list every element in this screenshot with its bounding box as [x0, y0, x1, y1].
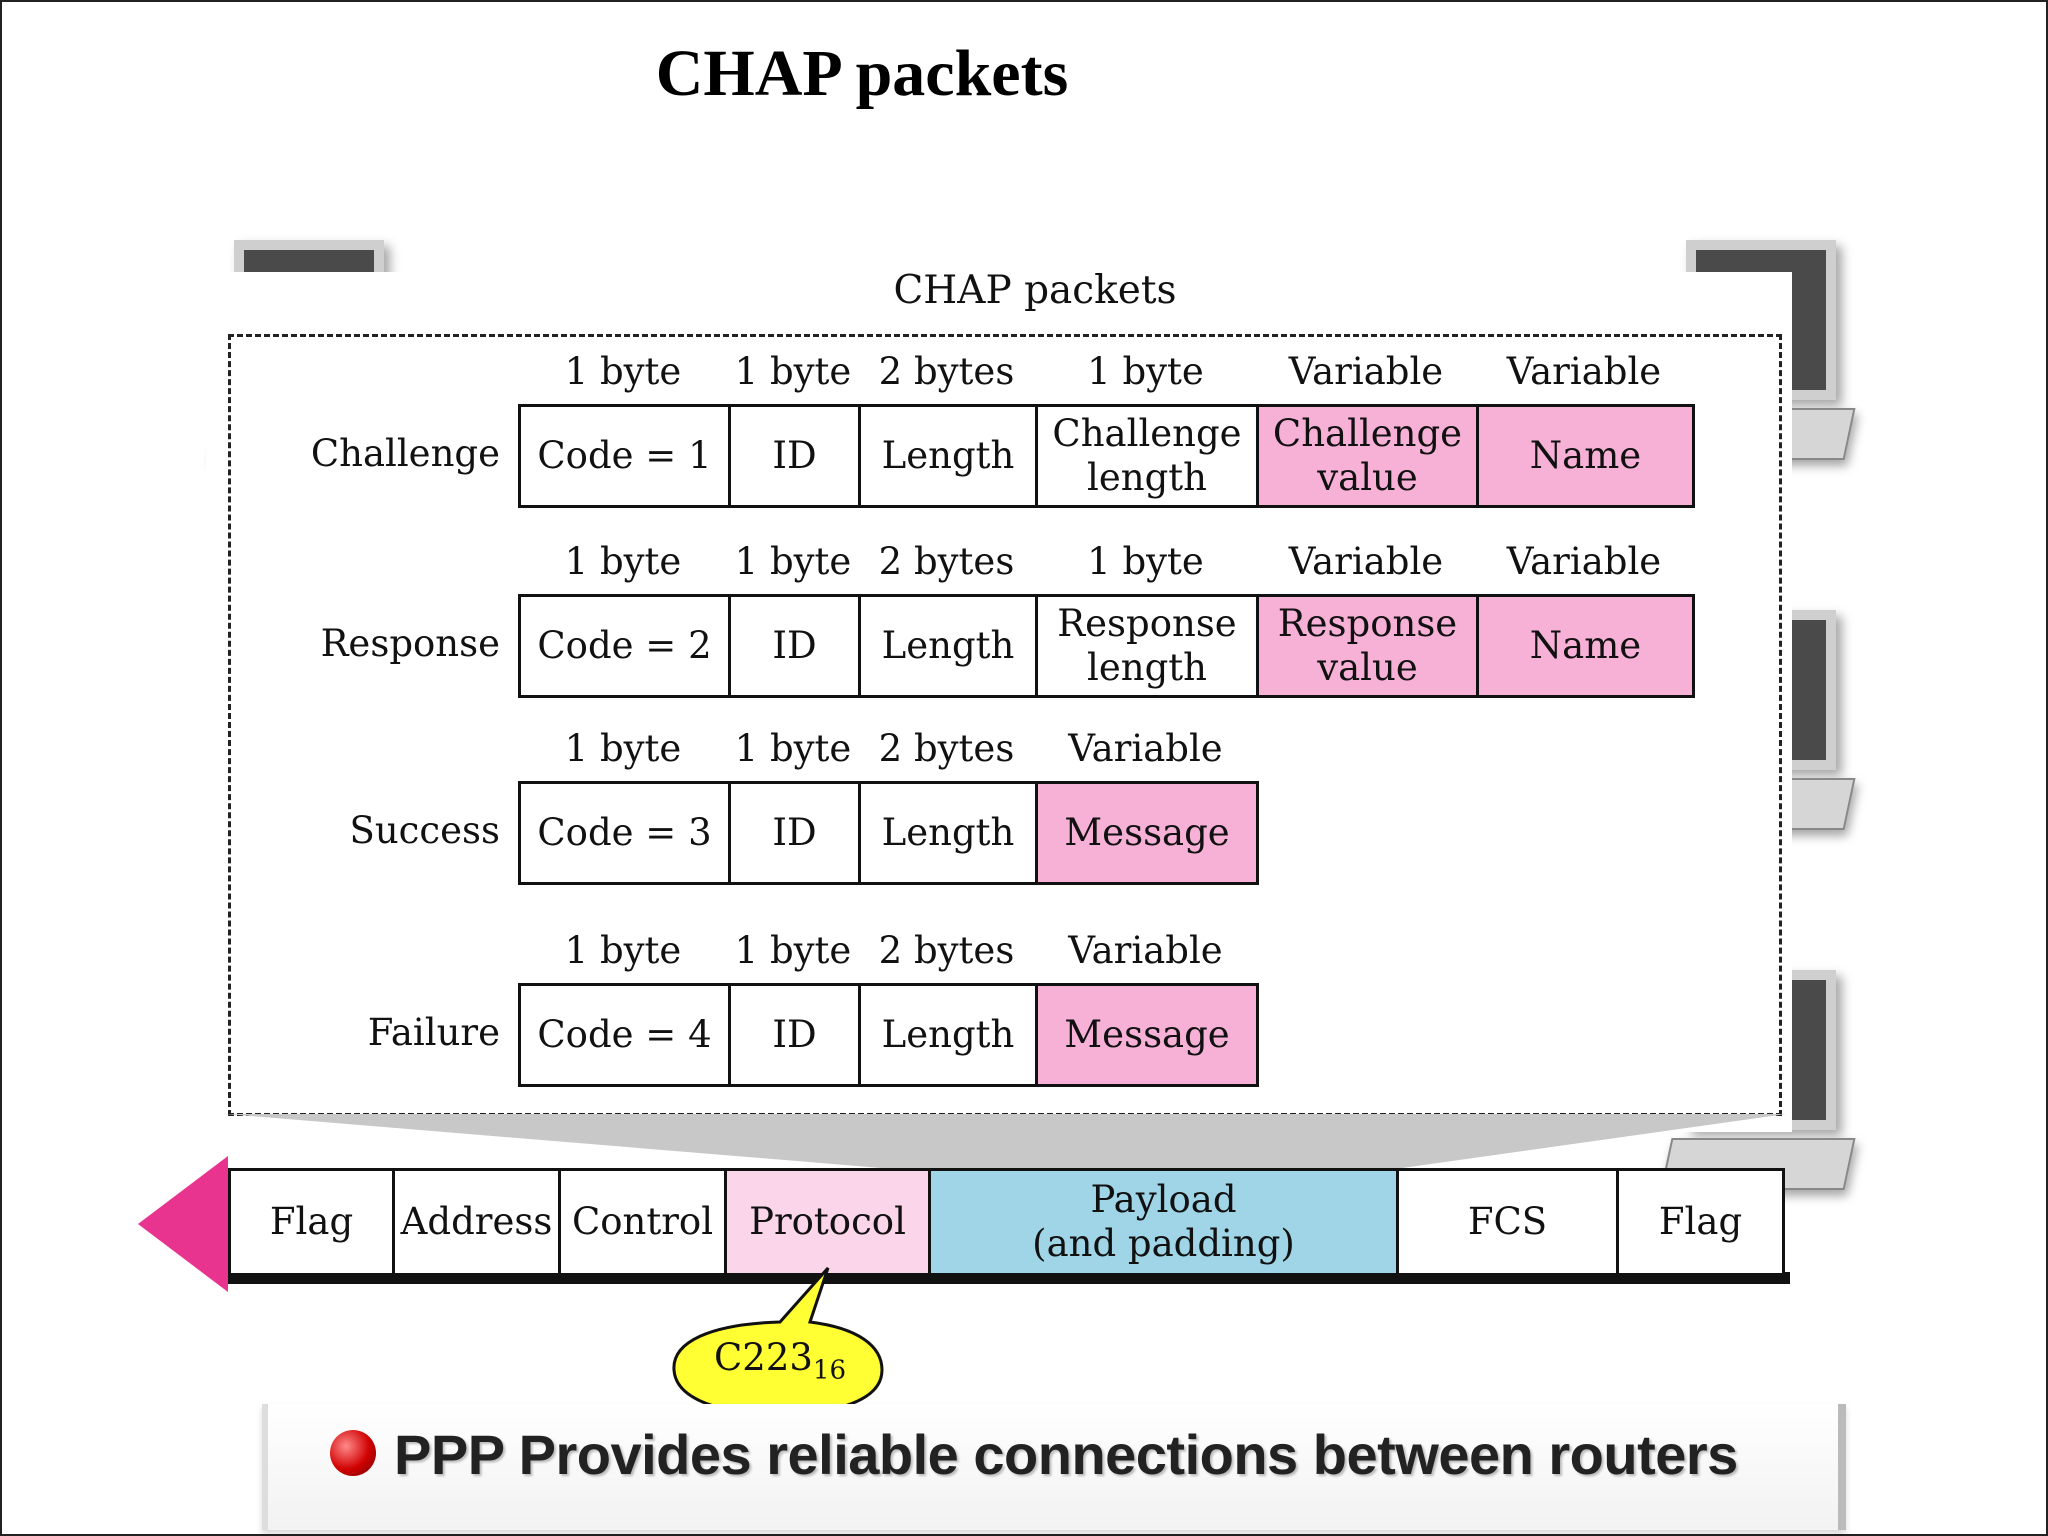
frame-flag-field: Flag: [228, 1168, 395, 1276]
field-size-label: 1 byte: [734, 929, 852, 972]
packet-field: Code = 1: [518, 404, 731, 508]
field-size-label: Variable: [1288, 540, 1444, 583]
diagram-title: CHAP packets: [893, 268, 1177, 313]
frame-address-field: Address: [392, 1168, 561, 1276]
packet-field: Message: [1035, 781, 1259, 885]
field-size-label: 1 byte: [1087, 540, 1204, 583]
frame-fcs-field: FCS: [1396, 1168, 1619, 1276]
packet-type-label: Failure: [367, 1011, 500, 1054]
field-size-label: 2 bytes: [878, 929, 1015, 972]
field-size-label: 1 byte: [734, 727, 852, 770]
packet-field: Length: [858, 404, 1038, 508]
field-size-label: 1 byte: [1087, 350, 1204, 393]
packet-type-label: Challenge: [310, 432, 500, 475]
field-size-label: 2 bytes: [878, 350, 1015, 393]
frame-flag-field: Flag: [1616, 1168, 1785, 1276]
packet-type-label: Success: [349, 809, 501, 852]
frame-payload-field: Payload (and padding): [928, 1168, 1399, 1276]
field-size-label: 1 byte: [564, 929, 682, 972]
slide-title: CHAP packets: [655, 37, 1069, 110]
footer-bar: [262, 1404, 1846, 1530]
packet-field: Length: [858, 781, 1038, 885]
packet-field: ID: [728, 594, 861, 698]
field-size-label: 1 byte: [734, 540, 852, 583]
field-size-label: 1 byte: [564, 350, 682, 393]
packet-field: ID: [728, 781, 861, 885]
packet-type-label: Response: [320, 622, 500, 665]
field-size-label: 2 bytes: [878, 727, 1015, 770]
packet-field: Response value: [1256, 594, 1479, 698]
frame-control-field: Control: [558, 1168, 727, 1276]
protocol-value: C22316: [713, 1336, 847, 1386]
field-size-label: 1 byte: [564, 727, 682, 770]
field-size-label: Variable: [1506, 540, 1662, 583]
field-size-label: 1 byte: [734, 350, 852, 393]
field-size-label: Variable: [1068, 929, 1223, 972]
packet-field: Length: [858, 594, 1038, 698]
packet-field: ID: [728, 404, 861, 508]
frame-direction-arrow-icon: [138, 1156, 228, 1292]
packet-field: Code = 4: [518, 983, 731, 1087]
packet-field: Length: [858, 983, 1038, 1087]
field-size-label: Variable: [1506, 350, 1662, 393]
packet-field: Name: [1476, 404, 1695, 508]
packet-field: Code = 3: [518, 781, 731, 885]
field-size-label: Variable: [1288, 350, 1444, 393]
frame-protocol-field: Protocol: [724, 1168, 931, 1276]
packet-field: Code = 2: [518, 594, 731, 698]
packet-field: Challenge value: [1256, 404, 1479, 508]
field-size-label: 2 bytes: [878, 540, 1015, 583]
field-size-label: Variable: [1068, 727, 1223, 770]
zoom-funnel: [226, 1114, 1786, 1172]
field-size-label: 1 byte: [564, 540, 682, 583]
packet-field: ID: [728, 983, 861, 1087]
packet-field: Response length: [1035, 594, 1259, 698]
footer-text: PPP Provides reliable connections betwee…: [394, 1423, 1738, 1486]
packet-field: Name: [1476, 594, 1695, 698]
packet-field: Challenge length: [1035, 404, 1259, 508]
packet-field: Message: [1035, 983, 1259, 1087]
bullet-icon: [330, 1430, 376, 1476]
